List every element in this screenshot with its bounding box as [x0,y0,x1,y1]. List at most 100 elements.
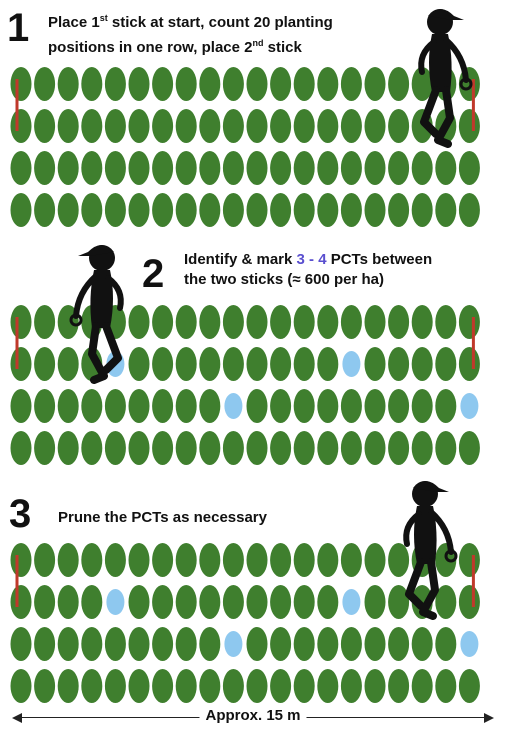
plant [81,151,103,185]
plant [293,151,315,185]
plant [57,193,79,227]
plant [364,585,386,619]
plant [411,305,433,339]
plant [388,389,410,423]
plant [104,543,126,577]
plant [57,389,79,423]
plant [10,431,32,465]
plant [199,627,221,661]
plant [246,669,268,703]
plant [57,347,79,381]
plant [317,305,339,339]
plant [317,347,339,381]
plant [364,347,386,381]
plant [10,543,32,577]
plant [34,151,56,185]
plant [458,585,480,619]
plant [364,389,386,423]
plant [57,543,79,577]
plant [128,627,150,661]
plant [222,305,244,339]
plant [175,389,197,423]
plant [199,151,221,185]
plant [388,543,410,577]
plant [340,151,362,185]
plant [317,151,339,185]
plant [104,389,126,423]
plant [411,151,433,185]
plant [364,543,386,577]
plant [388,305,410,339]
plant [10,389,32,423]
plant [388,431,410,465]
plant [57,585,79,619]
step-2-number: 2 [142,252,165,296]
plant [104,193,126,227]
plant [270,543,292,577]
plant [152,669,174,703]
plant [152,585,174,619]
plant [458,109,480,143]
plant [246,67,268,101]
pct-marker [460,631,479,657]
step-3-text: Prune the PCTs as necessary [58,509,267,526]
worker-figure-step-1 [418,9,473,148]
plant [57,109,79,143]
pct-marker [342,589,361,615]
plant [81,193,103,227]
plant [81,109,103,143]
plant [152,347,174,381]
plant [293,627,315,661]
plant [293,347,315,381]
step-1-number: 1 [7,6,30,50]
scale-arrow-left [12,713,22,723]
worker-figures [69,9,473,620]
plant [458,543,480,577]
plant [128,431,150,465]
plant [270,585,292,619]
plant [81,431,103,465]
plant [128,347,150,381]
plant [34,305,56,339]
plant [246,431,268,465]
plant [246,347,268,381]
plant [458,193,480,227]
plant [458,347,480,381]
plant [340,67,362,101]
plant [128,585,150,619]
plant [246,193,268,227]
worker-figure-step-3 [403,481,458,620]
plant [128,543,150,577]
plant [388,151,410,185]
plant [175,305,197,339]
plant [270,431,292,465]
plant [34,109,56,143]
scale-arrow-right [484,713,494,723]
plant [57,67,79,101]
plant [388,627,410,661]
plant [246,305,268,339]
plant [81,669,103,703]
plant [246,109,268,143]
plant [152,627,174,661]
plant-block-3 [10,543,480,703]
plant [128,389,150,423]
plant [340,305,362,339]
plant [199,585,221,619]
plant [199,347,221,381]
plant [222,347,244,381]
plant [104,151,126,185]
plant [388,67,410,101]
plant [57,431,79,465]
plant [175,67,197,101]
step-2-line-1: Identify & mark 3 - 4 PCTs between [184,251,433,268]
plant [152,109,174,143]
plant [152,151,174,185]
plant [340,389,362,423]
plant [175,347,197,381]
plant [293,193,315,227]
plant-blocks [10,67,480,703]
plant [293,305,315,339]
plant [435,305,457,339]
